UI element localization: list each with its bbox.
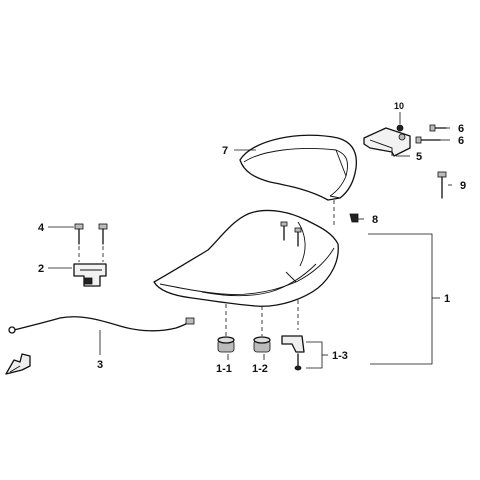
seat-bolts bbox=[280, 221, 302, 247]
clip bbox=[349, 213, 359, 223]
callout-3: 3 bbox=[97, 359, 103, 371]
seat-bracket-1-3 bbox=[281, 335, 305, 371]
callout-10: 10 bbox=[394, 101, 404, 111]
callout-4: 4 bbox=[38, 222, 45, 234]
seat-lock-cable bbox=[5, 316, 195, 375]
rubber-cushion-1-2 bbox=[253, 336, 271, 353]
callout-6-lower: 6 bbox=[458, 135, 464, 147]
callout-6-upper: 6 bbox=[458, 123, 464, 135]
rubber-cushion-1-1 bbox=[217, 336, 235, 353]
hinge-bracket bbox=[363, 124, 411, 157]
leader-lines bbox=[48, 112, 452, 369]
hinge-bolts bbox=[415, 124, 447, 144]
rear-seat-cowl bbox=[239, 134, 358, 201]
callout-1-2: 1-2 bbox=[252, 363, 268, 375]
callout-5: 5 bbox=[416, 151, 422, 163]
callout-1: 1 bbox=[444, 293, 450, 305]
main-seat bbox=[153, 209, 339, 307]
latch-bolts bbox=[74, 223, 108, 245]
seat-latch bbox=[73, 263, 107, 287]
callout-2: 2 bbox=[38, 263, 44, 275]
long-bolt bbox=[437, 171, 447, 199]
callout-9: 9 bbox=[460, 180, 466, 192]
callout-1-3: 1-3 bbox=[332, 350, 348, 362]
callout-7: 7 bbox=[222, 145, 228, 157]
callout-8: 8 bbox=[372, 214, 378, 226]
callout-1-1: 1-1 bbox=[216, 363, 232, 375]
